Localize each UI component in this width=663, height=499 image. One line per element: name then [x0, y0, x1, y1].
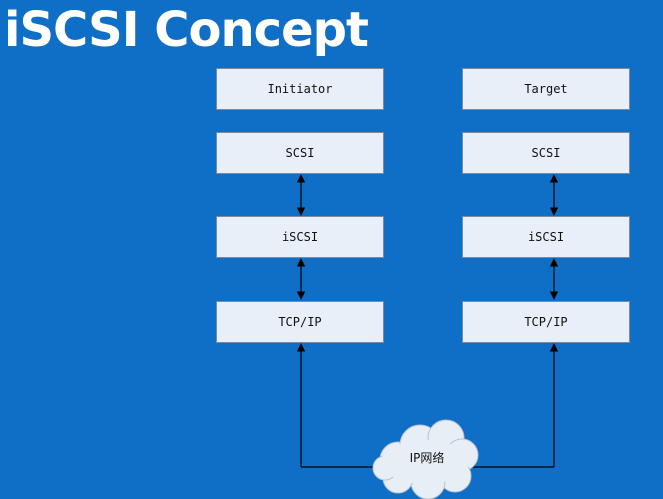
target-scsi-box: SCSI: [462, 132, 630, 174]
target-box: Target: [462, 68, 630, 110]
initiator-box: Initiator: [216, 68, 384, 110]
network-label: IP网络: [409, 451, 445, 465]
target-iscsi-box: iSCSI: [462, 216, 630, 258]
initiator-tcpip-box: TCP/IP: [216, 301, 384, 343]
target-tcpip-box: TCP/IP: [462, 301, 630, 343]
initiator-scsi-box: SCSI: [216, 132, 384, 174]
slide-title: iSCSI Concept: [4, 2, 369, 58]
initiator-iscsi-box: iSCSI: [216, 216, 384, 258]
